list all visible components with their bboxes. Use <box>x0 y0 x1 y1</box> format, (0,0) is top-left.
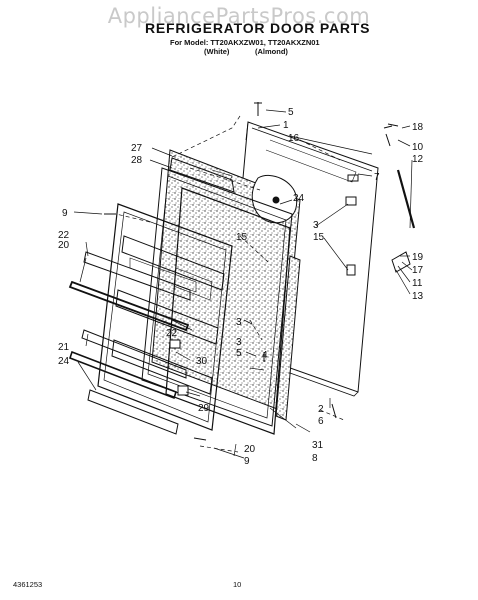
callout-6: 5 <box>288 107 294 118</box>
shelf-row-2 <box>115 289 219 345</box>
callout-31: 31 <box>312 440 324 451</box>
callout-1: 1 <box>283 120 289 131</box>
door-stop-rod <box>396 169 416 229</box>
callout-27: 27 <box>131 143 143 154</box>
callout-16: 18 <box>412 122 424 133</box>
callout-28: 28 <box>131 155 143 166</box>
callout-5-a: 5 <box>236 348 242 359</box>
callout-9-top: 9 <box>62 208 68 219</box>
callout-20-b: 21 <box>58 342 70 353</box>
callout-11: 11 <box>412 278 423 289</box>
callout-12: 12 <box>412 154 424 165</box>
callout-29: 29 <box>198 403 210 414</box>
screw-9-bottom <box>193 437 207 441</box>
callout-3-b: 3 <box>236 317 242 328</box>
callout-9-bottom: 9 <box>244 456 250 467</box>
callout-3-c: 3 <box>236 337 242 348</box>
callout-15-b: 15 <box>236 232 248 243</box>
callout-2: 2 <box>318 404 324 415</box>
model-line: For Model: TT20AKXZW01, TT20AKXZN01 <box>170 38 320 47</box>
screw-6 <box>254 102 262 116</box>
callout-15-a: 15 <box>313 232 325 243</box>
screw-16 <box>387 123 399 127</box>
page-number: 10 <box>233 580 242 589</box>
callout-19: 20 <box>244 444 256 455</box>
door-rail-bottom <box>87 389 179 435</box>
callout-13: 13 <box>412 291 424 302</box>
door-liner-frame <box>141 167 293 427</box>
variant-white: (White) <box>204 47 230 56</box>
shelf-row-1 <box>121 235 225 291</box>
callout-7: 7 <box>374 172 380 183</box>
hinge-top <box>347 174 359 182</box>
diagram-title: REFRIGERATOR DOOR PARTS <box>145 20 371 36</box>
callout-21: 24 <box>58 356 70 367</box>
callout-20-a: 20 <box>58 240 70 251</box>
shelf-row-3 <box>111 339 213 395</box>
watermark: AppliancePartsPros.com <box>107 4 371 28</box>
callout-3-a: 3 <box>313 220 319 231</box>
hinge-mid <box>346 264 356 276</box>
inner-door-liner <box>97 203 233 431</box>
callout-17: 17 <box>412 265 424 276</box>
door-rail-top <box>83 251 191 301</box>
variant-almond: (Almond) <box>255 47 288 56</box>
callout-5-b: 6 <box>318 416 324 427</box>
document-part-number: 4361253 <box>13 580 43 589</box>
callout-18: 19 <box>412 252 424 263</box>
callout-10: 10 <box>412 142 424 153</box>
callout-8: 8 <box>312 453 318 464</box>
screw-2 <box>331 403 337 419</box>
callout-24: 24 <box>293 193 305 204</box>
callout-14: 16 <box>288 133 300 144</box>
callout-22-b: 22 <box>166 328 178 339</box>
callout-30: 30 <box>196 356 208 367</box>
door-rail-mid <box>81 329 187 379</box>
callout-22-a: 22 <box>58 230 70 241</box>
callout-4: 4 <box>262 350 268 361</box>
